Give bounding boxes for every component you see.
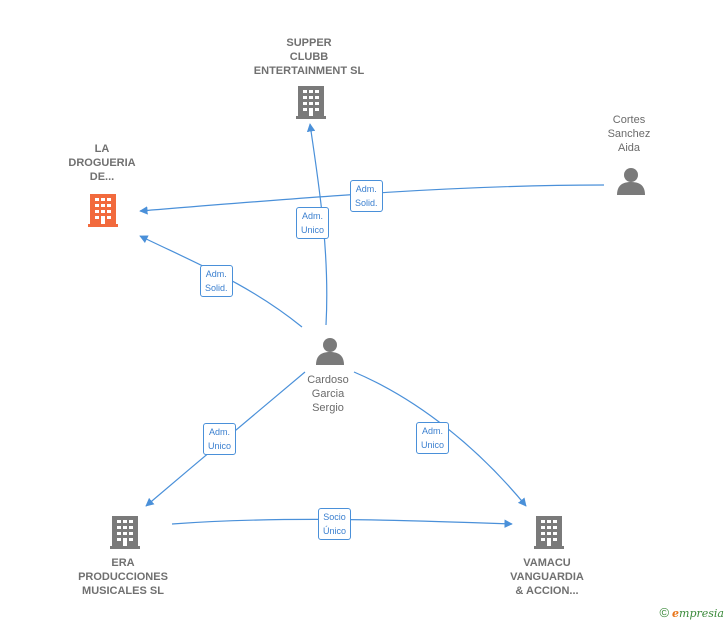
- copyright-icon: ©: [659, 605, 670, 620]
- edge-label-era-vamacu: Socio Único: [318, 508, 352, 540]
- node-label-vamacu[interactable]: VAMACU VANGUARDIA & ACCION...: [510, 557, 584, 597]
- person-icon: [316, 338, 344, 365]
- node-label-era[interactable]: ERA PRODUCCIONES MUSICALES SL: [78, 557, 168, 597]
- building-icon: [534, 516, 564, 549]
- brand-logo-e: e: [672, 607, 680, 620]
- brand-watermark: ©empresia: [659, 605, 724, 620]
- node-label-cortes[interactable]: Cortes Sanchez Aida: [607, 114, 651, 154]
- edge-label-cardoso-vamacu: Adm. Unico: [416, 422, 450, 454]
- building-icon: [88, 194, 118, 227]
- person-icon: [617, 168, 645, 195]
- node-label-cardoso[interactable]: Cardoso Garcia Sergio: [307, 374, 349, 414]
- building-icon: [110, 516, 140, 549]
- node-label-supper[interactable]: SUPPER CLUBB ENTERTAINMENT SL: [253, 37, 365, 77]
- brand-logo-text: mpresia: [679, 607, 724, 620]
- edge-label-cortes-drogueria: Adm. Solid.: [350, 180, 383, 212]
- edge-label-cardoso-supper: Adm. Unico: [296, 207, 330, 239]
- node-label-drogueria[interactable]: LA DROGUERIA DE...: [68, 143, 136, 183]
- building-icon: [296, 86, 326, 119]
- edge-label-cardoso-era: Adm. Unico: [203, 423, 237, 455]
- edge-label-cardoso-drogueria: Adm. Solid.: [200, 265, 233, 297]
